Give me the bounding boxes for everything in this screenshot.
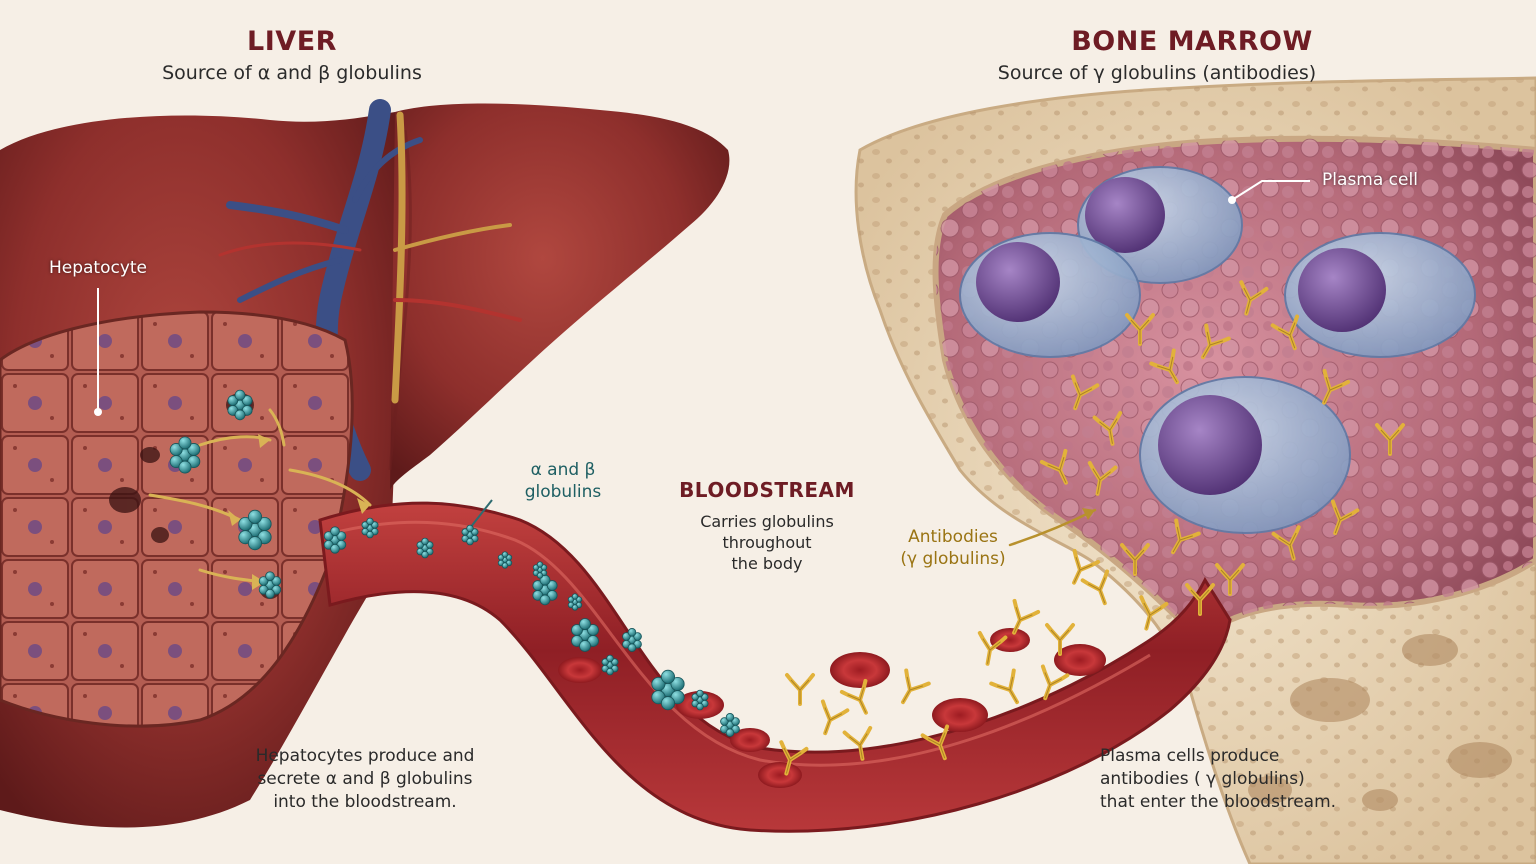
antibody [1040, 664, 1070, 701]
antibody [1120, 543, 1150, 576]
antibody [1070, 374, 1100, 411]
globulin-cluster [461, 524, 479, 546]
liver-description: Hepatocytes produce and secrete α and β … [255, 746, 475, 812]
antibodies-label: Antibodies (γ globulins) [900, 527, 1006, 569]
globulin-cluster [227, 389, 253, 421]
antibody [977, 630, 1008, 666]
globulin-cluster [651, 669, 685, 711]
bloodstream-title: BLOODSTREAM [679, 478, 855, 502]
antibody [785, 673, 815, 706]
antibody [1201, 323, 1231, 360]
globulin-cluster [497, 551, 513, 569]
antibody [1271, 525, 1301, 561]
antibody [842, 725, 873, 761]
globulin-cluster [238, 509, 272, 551]
plasma-cell [1284, 232, 1476, 358]
bone-marrow-subtitle: Source of γ globulins (antibodies) [997, 62, 1317, 84]
antibody [1322, 368, 1351, 405]
antibody [839, 678, 868, 715]
antibody [1185, 583, 1215, 616]
red-blood-cells [558, 628, 1106, 788]
antibody [1045, 623, 1075, 656]
leader-lines [97, 180, 1310, 410]
antibody [1139, 595, 1169, 631]
antibody [1072, 548, 1101, 585]
globulin-cluster [323, 526, 347, 554]
antibody [1239, 280, 1269, 316]
hepatocyte-tissue [0, 310, 354, 728]
globulin-cluster [532, 561, 548, 579]
hepatocyte-label: Hepatocyte [48, 258, 148, 278]
plasma-cells [959, 166, 1476, 534]
antibody [1270, 314, 1300, 351]
globulin-cluster [691, 689, 709, 711]
antibody [1330, 499, 1360, 536]
plasma-cell-label: Plasma cell [1322, 170, 1418, 190]
antibody [779, 740, 809, 776]
antibody [1375, 423, 1405, 456]
antibody [920, 724, 950, 761]
globulin-cluster [361, 517, 379, 539]
antibodies [779, 280, 1405, 776]
antibody [820, 699, 850, 736]
antibody [1087, 460, 1118, 496]
liver-subtitle: Source of α and β globulins [162, 62, 422, 84]
globulin-leader [469, 499, 493, 529]
plasma-cell [959, 232, 1141, 358]
antibody [989, 668, 1019, 705]
globulin-cluster [169, 436, 201, 474]
globulin-cluster [720, 713, 740, 737]
globulin-cluster [258, 571, 282, 599]
globulin-cluster [567, 593, 583, 611]
liver-title: LIVER [247, 26, 337, 57]
globulins-label: α and β globulins [524, 460, 602, 502]
globulin-cluster [622, 628, 642, 652]
globulin-clusters [169, 389, 740, 737]
antibody [1215, 563, 1245, 596]
antibody [1092, 410, 1123, 446]
antibody [1171, 518, 1201, 555]
liver [0, 99, 730, 828]
antibody [1149, 348, 1179, 385]
plasma-cell [1139, 376, 1351, 534]
antibody [901, 668, 931, 705]
bloodstream-description: Carries globulins throughout the body [700, 512, 834, 573]
liver-right-lobe [390, 103, 730, 490]
antibody [1012, 598, 1041, 635]
antibody [1080, 569, 1110, 606]
bone-marrow-title: BONE MARROW [1071, 26, 1313, 57]
antibody [1125, 313, 1155, 346]
antibody [1039, 448, 1068, 485]
globulin-cluster [532, 574, 558, 606]
globulin-cluster [571, 618, 599, 652]
globulin-cluster [416, 537, 434, 559]
globulin-cluster [601, 654, 619, 676]
bone-marrow-description: Plasma cells produce antibodies ( γ glob… [1100, 746, 1337, 812]
